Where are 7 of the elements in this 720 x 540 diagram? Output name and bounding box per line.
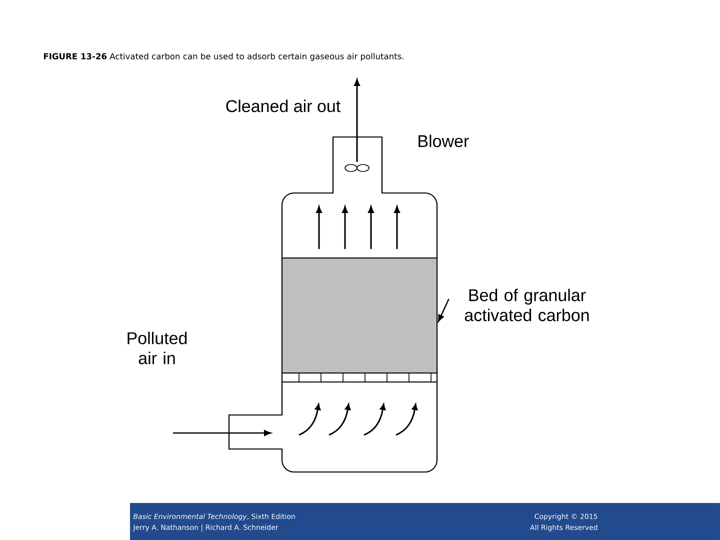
label: Polluted air in <box>128 332 187 364</box>
label: Cleaned air out <box>226 100 340 112</box>
carbon-bed <box>282 258 438 374</box>
label: Blower <box>418 134 469 148</box>
figure-title: FIGURE 13-26 Activated carbon can be used to adsorb certain gaseous air pollutants. <box>44 52 404 61</box>
callout-text: Bed of granular activated carbon <box>464 288 589 322</box>
leader-line <box>438 298 450 322</box>
